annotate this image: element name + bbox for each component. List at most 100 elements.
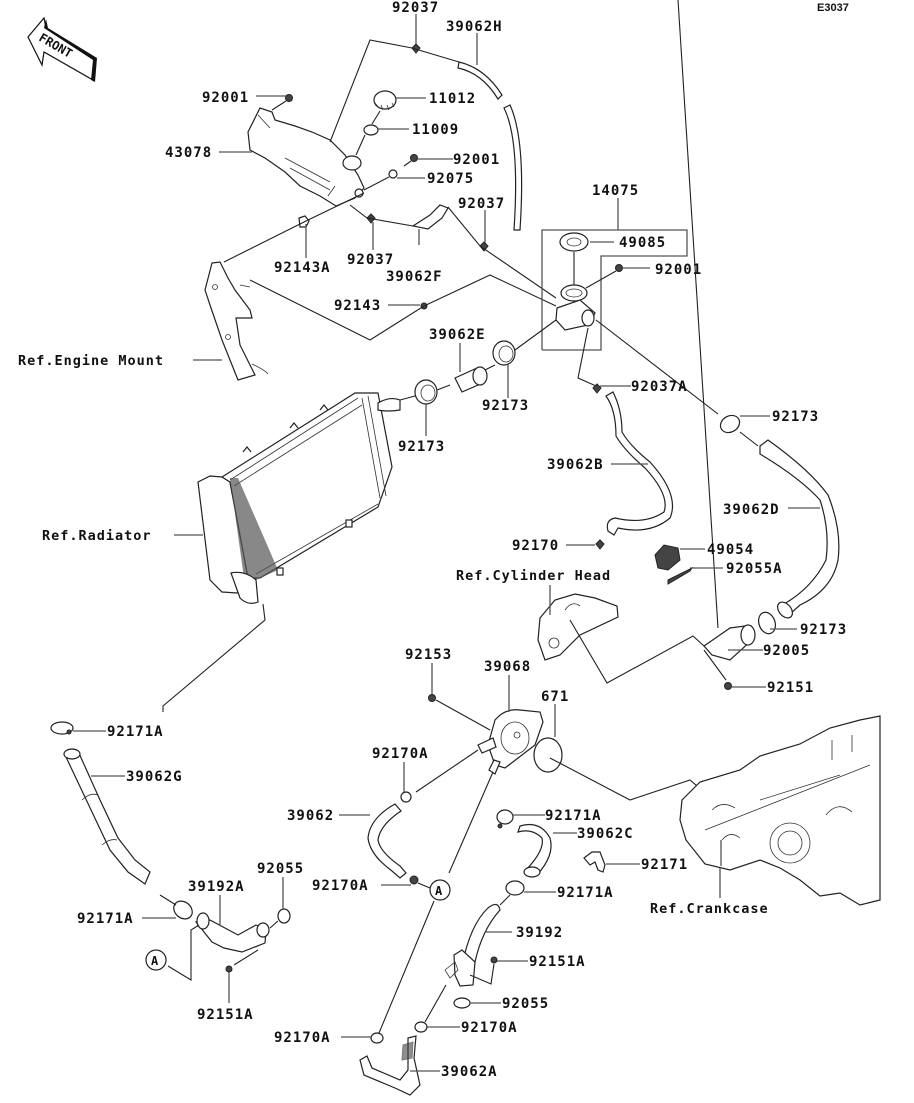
bolt-92151A-a[interactable] [225, 965, 233, 973]
ref-radiator[interactable]: Ref.Radiator [42, 528, 152, 544]
label-92055-b[interactable]: 92055 [502, 996, 549, 1012]
clamp-92037-b[interactable] [479, 241, 489, 252]
hose-39062[interactable] [367, 803, 407, 879]
ref-engine-mount[interactable]: Ref.Engine Mount [18, 353, 164, 369]
filler-neck[interactable] [555, 284, 596, 331]
clamp-92173-d[interactable] [756, 610, 779, 636]
label-39062[interactable]: 39062 [287, 808, 334, 824]
label-92151A-a[interactable]: 92151A [197, 1007, 254, 1023]
clamp-92170A-d[interactable] [414, 1021, 428, 1033]
hose-39062B[interactable] [605, 391, 674, 536]
label-39062D[interactable]: 39062D [723, 502, 780, 518]
bolt-92001-a[interactable] [271, 94, 293, 111]
bolt-92151A-b[interactable] [490, 956, 498, 964]
label-49085[interactable]: 49085 [619, 235, 666, 251]
label-43078[interactable]: 43078 [165, 145, 212, 161]
label-39062E[interactable]: 39062E [429, 327, 486, 343]
hose-39062A[interactable] [359, 1035, 421, 1096]
label-92170A-d[interactable]: 92170A [461, 1020, 518, 1036]
label-39062F[interactable]: 39062F [386, 269, 443, 285]
clamp-92037A[interactable] [592, 383, 602, 394]
pipe-39192A[interactable] [194, 912, 270, 953]
label-92143A[interactable]: 92143A [274, 260, 331, 276]
pipe-39192[interactable] [444, 903, 501, 987]
cap-gasket[interactable] [363, 124, 379, 136]
clamp-92173-c[interactable] [717, 412, 742, 436]
clamp-92170A-b[interactable] [409, 875, 419, 885]
label-92143[interactable]: 92143 [334, 298, 381, 314]
clamp-92171A-c[interactable] [170, 897, 196, 922]
bolt-92153[interactable] [428, 694, 436, 702]
clamp-92171A-b[interactable] [496, 809, 514, 829]
label-92170[interactable]: 92170 [512, 538, 559, 554]
label-92151[interactable]: 92151 [767, 680, 814, 696]
thermostat-cover-92005[interactable] [703, 624, 756, 661]
clamp-92173-b[interactable] [414, 379, 438, 405]
label-92170A-c[interactable]: 92170A [274, 1030, 331, 1046]
label-92075[interactable]: 92075 [427, 171, 474, 187]
label-39068[interactable]: 39068 [484, 659, 531, 675]
label-671[interactable]: 671 [541, 689, 569, 705]
label-14075[interactable]: 14075 [592, 183, 639, 199]
hose-39062G[interactable] [63, 748, 151, 885]
label-92001-b[interactable]: 92001 [453, 152, 500, 168]
label-92170A-b[interactable]: 92170A [312, 878, 369, 894]
ref-crankcase[interactable]: Ref.Crankcase [650, 901, 769, 917]
gasket-92055A[interactable] [667, 566, 694, 585]
hose-39062C[interactable] [517, 823, 552, 878]
label-39062B[interactable]: 39062B [547, 457, 604, 473]
label-92153[interactable]: 92153 [405, 647, 452, 663]
clamp-92171A-a[interactable] [50, 721, 74, 735]
label-92037[interactable]: 92037 [392, 0, 439, 16]
label-92171A-d[interactable]: 92171A [557, 885, 614, 901]
label-92173-b[interactable]: 92173 [398, 439, 445, 455]
clamp-92173-a[interactable] [492, 340, 516, 366]
bolt-92151[interactable] [724, 682, 732, 690]
label-11012[interactable]: 11012 [429, 91, 476, 107]
label-92171[interactable]: 92171 [641, 857, 688, 873]
radiator-cap-49085[interactable] [559, 232, 589, 252]
label-92170A-a[interactable]: 92170A [372, 746, 429, 762]
label-92037-b[interactable]: 92037 [458, 196, 505, 212]
label-92001-c[interactable]: 92001 [655, 262, 702, 278]
label-39062C[interactable]: 39062C [577, 826, 634, 842]
bolt-92001-c[interactable] [585, 264, 623, 289]
label-92151A-b[interactable]: 92151A [529, 954, 586, 970]
label-92173-a[interactable]: 92173 [482, 398, 529, 414]
oring-92055-a[interactable] [277, 908, 291, 924]
thermostat-49054[interactable] [654, 544, 681, 571]
label-92037A[interactable]: 92037A [631, 379, 688, 395]
clamp-92171A-d[interactable] [505, 880, 525, 896]
label-39192[interactable]: 39192 [516, 925, 563, 941]
label-92171A-b[interactable]: 92171A [545, 808, 602, 824]
water-pump-39068[interactable] [477, 709, 544, 775]
oring-92055-b[interactable] [453, 997, 471, 1009]
label-92001[interactable]: 92001 [202, 90, 249, 106]
reservoir-cap[interactable] [373, 90, 397, 111]
reservoir-tank[interactable] [247, 107, 365, 207]
hose-39062E[interactable] [454, 366, 488, 393]
label-92173-d[interactable]: 92173 [800, 622, 847, 638]
label-92173-c[interactable]: 92173 [772, 409, 819, 425]
label-92037-c[interactable]: 92037 [347, 252, 394, 268]
bolt-92001-b[interactable] [403, 154, 418, 167]
clamp-92170A-c[interactable] [370, 1032, 384, 1044]
hose-39062D[interactable] [759, 439, 840, 621]
label-49054[interactable]: 49054 [707, 542, 754, 558]
label-39062G[interactable]: 39062G [126, 769, 183, 785]
bracket-92171[interactable] [583, 851, 606, 873]
label-39062A[interactable]: 39062A [441, 1064, 498, 1080]
label-92005[interactable]: 92005 [763, 643, 810, 659]
oring-671[interactable] [533, 737, 563, 773]
label-39062H[interactable]: 39062H [446, 19, 503, 35]
nut-92075[interactable] [363, 169, 398, 191]
label-39192A[interactable]: 39192A [188, 879, 245, 895]
clamp-92170A-a[interactable] [400, 791, 412, 803]
hose-39062H[interactable] [457, 61, 523, 231]
label-11009[interactable]: 11009 [412, 122, 459, 138]
clamp-92037-top[interactable] [411, 43, 421, 54]
label-92171A-c[interactable]: 92171A [77, 911, 134, 927]
label-92055A[interactable]: 92055A [726, 561, 783, 577]
label-92171A-a[interactable]: 92171A [107, 724, 164, 740]
label-92055-a[interactable]: 92055 [257, 861, 304, 877]
